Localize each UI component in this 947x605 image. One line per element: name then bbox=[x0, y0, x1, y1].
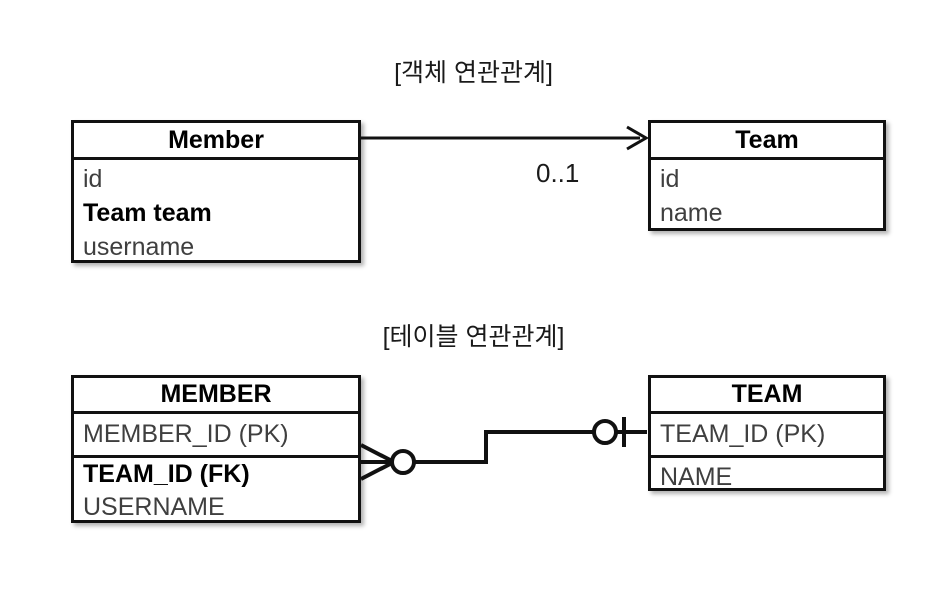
entity-box-team-table[interactable]: TEAM TEAM_ID (PK) NAME bbox=[648, 375, 886, 491]
association-arrowhead-icon bbox=[626, 125, 649, 151]
field-member-team: Team team bbox=[83, 198, 212, 227]
cardinality-zero-circle-team-icon bbox=[592, 419, 618, 445]
multiplicity-label-0-1: 0..1 bbox=[536, 158, 580, 188]
section-title-table-association: [테이블 연관관계] bbox=[382, 323, 565, 351]
field-member-id: id bbox=[83, 164, 103, 193]
relationship-line bbox=[402, 430, 647, 464]
entity-fields-member: id Team team username bbox=[74, 157, 358, 263]
crows-foot-many-icon bbox=[360, 443, 395, 481]
cardinality-zero-circle-member-icon bbox=[390, 449, 416, 475]
entity-fields-member-table: MEMBER_ID (PK) TEAM_ID (FK) USERNAME bbox=[74, 411, 358, 523]
entity-title-team: Team bbox=[735, 125, 799, 154]
entity-box-member-table[interactable]: MEMBER MEMBER_ID (PK) TEAM_ID (FK) USERN… bbox=[71, 375, 361, 523]
field-team-table-team-id: TEAM_ID (PK) bbox=[660, 420, 826, 448]
field-member-username: username bbox=[83, 232, 195, 261]
entity-box-team[interactable]: Team id name bbox=[648, 120, 886, 231]
field-team-name: name bbox=[660, 198, 723, 227]
entity-title-member-table: MEMBER bbox=[160, 380, 272, 408]
field-member-table-team-id: TEAM_ID (FK) bbox=[74, 455, 358, 491]
section-title-object-association: [객체 연관관계] bbox=[394, 59, 553, 87]
entity-fields-team-table: TEAM_ID (PK) NAME bbox=[651, 411, 883, 491]
field-member-table-username: USERNAME bbox=[83, 492, 225, 521]
entity-title-member: Member bbox=[168, 125, 264, 154]
field-team-table-name: NAME bbox=[651, 455, 883, 496]
entity-box-member[interactable]: Member id Team team username bbox=[71, 120, 361, 263]
field-team-id: id bbox=[660, 164, 680, 193]
field-member-table-member-id: MEMBER_ID (PK) bbox=[83, 420, 289, 448]
entity-fields-team: id name bbox=[651, 157, 883, 231]
entity-title-team-table: TEAM bbox=[731, 380, 803, 408]
